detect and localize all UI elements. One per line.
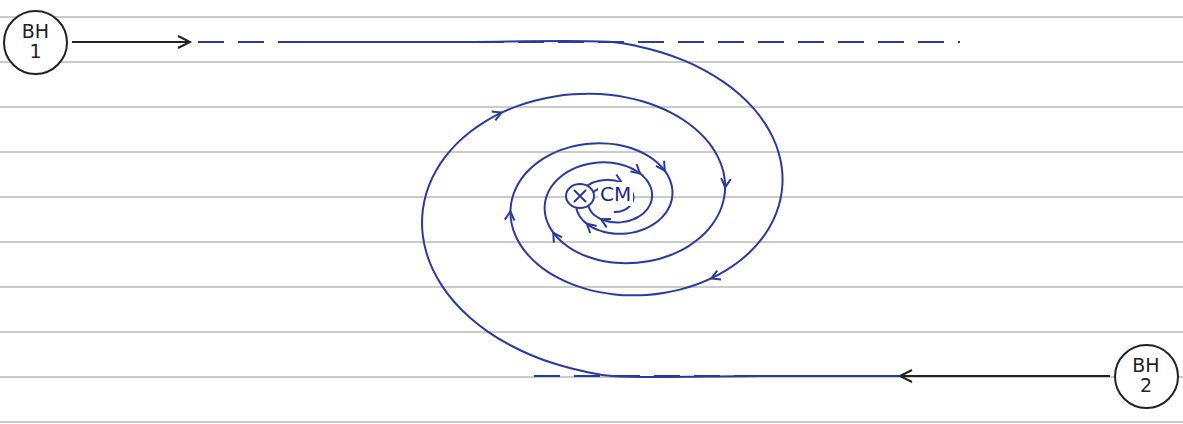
- motion-arrow: [900, 375, 1110, 377]
- ruled-line: [0, 421, 1183, 422]
- motion-arrow: [72, 41, 190, 43]
- cm-cross: [574, 190, 586, 202]
- spiral-arm: [300, 41, 783, 295]
- direction-chevron: [630, 164, 640, 173]
- cm-label: CM: [598, 182, 633, 206]
- ruled-line: [0, 331, 1183, 332]
- ruled-line: [0, 376, 1183, 377]
- direction-chevron: [721, 178, 731, 187]
- direction-chevron: [505, 211, 515, 220]
- black-hole-circle: BH 1: [3, 10, 68, 75]
- direction-chevron: [711, 271, 721, 280]
- spiral-arm: [422, 94, 900, 377]
- cm-circle: [566, 184, 594, 208]
- ruled-line: [0, 106, 1183, 107]
- arrow-head: [178, 36, 190, 48]
- direction-chevron: [492, 112, 502, 121]
- ruled-line: [0, 16, 1183, 17]
- ruled-lines: [0, 17, 1183, 422]
- node-label: BH 2: [1129, 356, 1163, 396]
- node-label: BH 1: [19, 22, 53, 62]
- arrow-head: [900, 370, 912, 382]
- ruled-line: [0, 241, 1183, 242]
- black-hole-circle: BH 2: [1114, 344, 1179, 409]
- direction-chevron: [553, 233, 562, 243]
- ruled-line: [0, 151, 1183, 152]
- direction-chevron: [587, 224, 597, 233]
- spiral-orbits: [72, 36, 1110, 382]
- ruled-line: [0, 286, 1183, 287]
- direction-chevron: [601, 219, 611, 228]
- direction-chevron: [656, 161, 665, 171]
- ruled-line: [0, 61, 1183, 62]
